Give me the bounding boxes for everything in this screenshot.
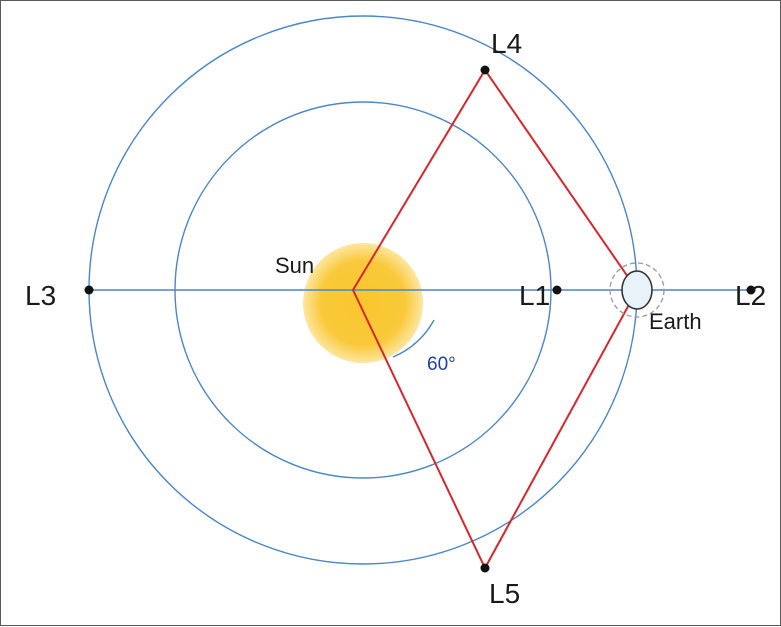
l3-label: L3: [25, 280, 56, 311]
point-l1: [552, 285, 562, 295]
earth-hill-sphere: [609, 262, 665, 318]
l1-label: L1: [519, 280, 550, 311]
l2-label: L2: [735, 280, 766, 311]
point-l3: [84, 285, 94, 295]
sun: [303, 243, 423, 363]
sun-label: Sun: [275, 253, 314, 278]
earth: [621, 270, 653, 310]
point-l4: [480, 65, 490, 75]
angle-label: 60°: [427, 354, 456, 375]
point-l5: [480, 563, 490, 573]
l5-label: L5: [489, 578, 520, 609]
angle-arc: [392, 319, 435, 358]
earth-label: Earth: [649, 309, 702, 334]
l4-label: L4: [491, 28, 522, 59]
point-l2: [746, 285, 756, 295]
